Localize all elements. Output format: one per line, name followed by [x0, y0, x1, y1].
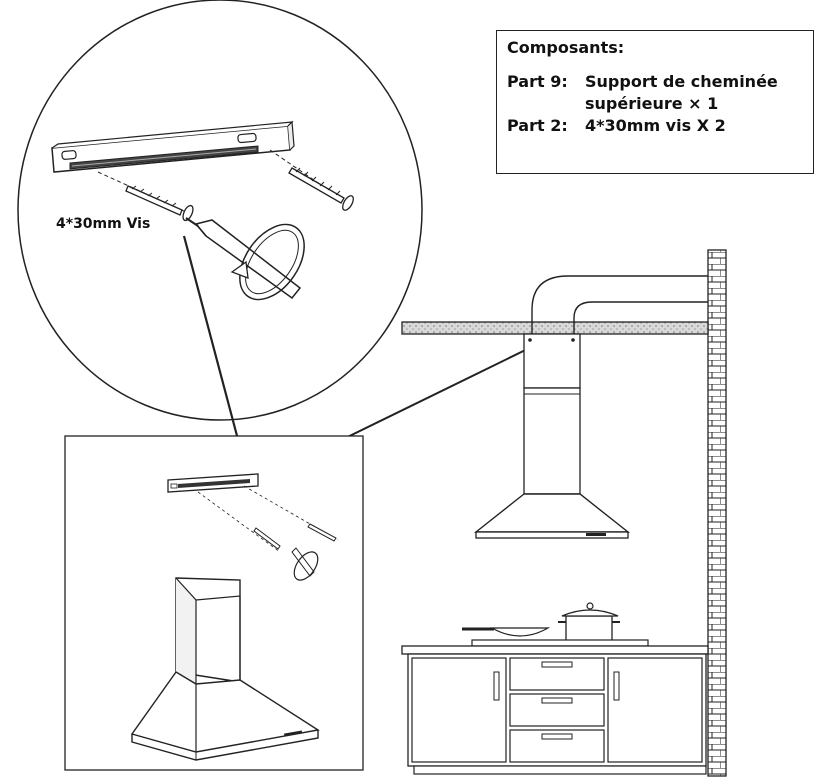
components-legend: Composants: Part 9: Support de cheminée …: [496, 30, 814, 174]
frying-pan-icon: [462, 627, 551, 637]
component-item: Part 2: 4*30mm vis X 2: [507, 115, 803, 137]
countertop: [401, 645, 709, 655]
small-bracket: [167, 473, 259, 493]
component-part-number: Part 9:: [507, 72, 568, 91]
base-cabinets: [407, 653, 707, 775]
assembly-box: [64, 435, 364, 771]
upper-bracket-detail: [51, 120, 295, 173]
component-part-number: Part 2:: [507, 116, 568, 135]
kitchen-scene: [401, 249, 727, 777]
component-description: 4*30mm vis X 2: [585, 115, 803, 137]
cooktop: [471, 639, 649, 647]
component-description: Support de cheminée supérieure × 1: [585, 71, 803, 115]
exhaust-duct: [531, 275, 708, 334]
screw-right-icon: [269, 149, 354, 211]
ceiling-slab: [401, 321, 709, 335]
component-desc-line1: Support de cheminée: [585, 72, 778, 91]
cooking-pot-icon: [558, 602, 620, 643]
component-desc-line1: 4*30mm vis X 2: [585, 116, 726, 135]
screw-left-icon: [97, 171, 194, 222]
component-item: Part 9: Support de cheminée supérieure ×…: [507, 71, 803, 115]
screwdriver-icon: [185, 217, 302, 300]
detail-zoom-circle: [17, 0, 423, 421]
rotation-arrow-icon: [230, 223, 305, 301]
hood-unit-small: [130, 577, 320, 761]
hood-unit-installed: [473, 333, 631, 539]
screw-callout-label: 4*30mm Vis: [56, 216, 151, 232]
components-title: Composants:: [507, 38, 625, 57]
component-desc-line2: supérieure × 1: [585, 94, 719, 113]
brick-wall: [707, 249, 727, 777]
